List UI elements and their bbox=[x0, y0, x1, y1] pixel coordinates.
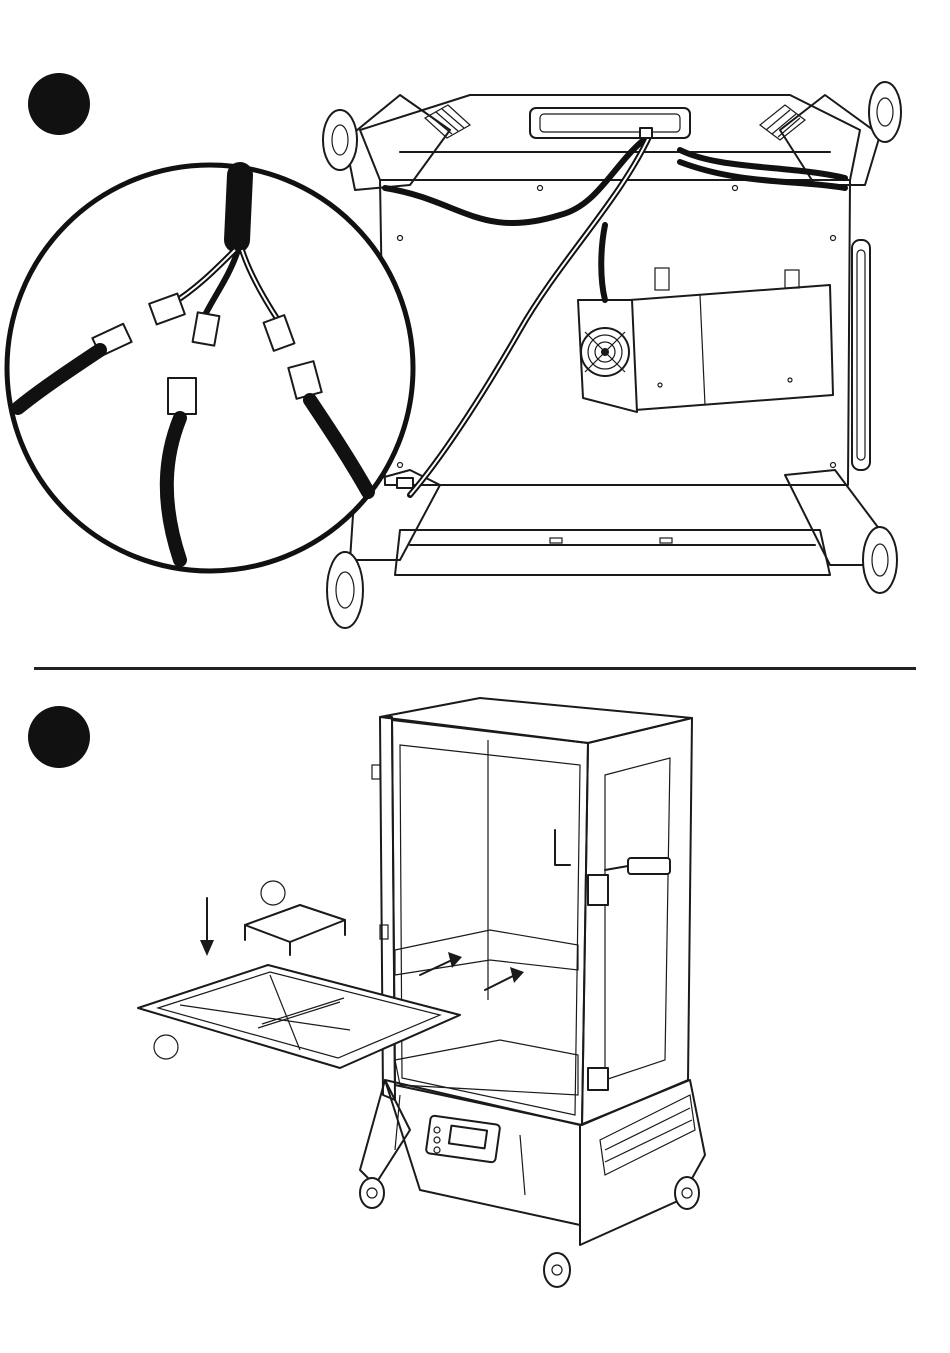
caster-top-left bbox=[323, 110, 357, 170]
part-callout-b bbox=[154, 1035, 178, 1059]
connector-socket-bottom bbox=[168, 378, 196, 414]
side-handle bbox=[605, 858, 670, 874]
smoker-base bbox=[360, 1080, 705, 1245]
smoker-cabinet bbox=[372, 698, 692, 1125]
water-pan-bracket bbox=[245, 905, 345, 955]
part-callout-a bbox=[261, 881, 285, 905]
caster-front-center bbox=[544, 1253, 570, 1287]
drip-tray bbox=[138, 965, 460, 1068]
fan-unit bbox=[578, 268, 833, 412]
connector-plug-2 bbox=[193, 312, 220, 345]
caster-front-left bbox=[360, 1178, 384, 1208]
caster-front-right bbox=[675, 1177, 699, 1209]
control-panel bbox=[426, 1115, 501, 1162]
caster-top-right bbox=[869, 82, 901, 142]
caster-bottom-left bbox=[327, 552, 363, 628]
caster-bottom-right bbox=[863, 527, 897, 593]
connector-detail-callout bbox=[7, 165, 413, 571]
